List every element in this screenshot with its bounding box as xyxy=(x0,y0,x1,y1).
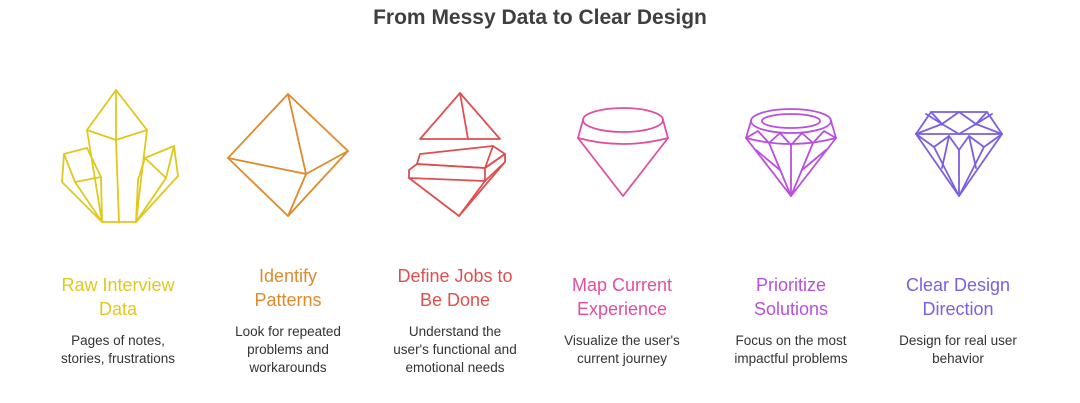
step-desc-prioritize-solutions: Focus on the most impactful problems xyxy=(706,332,876,368)
step-title-prioritize-solutions: Prioritize Solutions xyxy=(706,273,876,321)
step-desc-identify-patterns: Look for repeated problems and workaroun… xyxy=(203,323,373,377)
step-desc-define-jobs-to-be-done: Understand the user's functional and emo… xyxy=(370,323,540,377)
octahedron-icon xyxy=(222,88,354,222)
step-desc-map-current-experience: Visualize the user's current journey xyxy=(537,332,707,368)
step-desc-raw-interview-data: Pages of notes, stories, frustrations xyxy=(33,332,203,368)
step-title-define-jobs-to-be-done: Define Jobs to Be Done xyxy=(370,264,540,312)
step-title-clear-design-direction: Clear Design Direction xyxy=(873,273,1043,321)
brilliant-diamond-icon xyxy=(904,100,1014,204)
split-gem-icon xyxy=(395,86,525,222)
faceted-diamond-icon xyxy=(736,100,846,204)
simple-diamond-icon xyxy=(568,100,678,204)
page-title: From Messy Data to Clear Design xyxy=(0,6,1080,30)
crystal-cluster-icon xyxy=(50,80,190,230)
step-title-identify-patterns: Identify Patterns xyxy=(203,264,373,312)
step-title-map-current-experience: Map Current Experience xyxy=(537,273,707,321)
step-title-raw-interview-data: Raw Interview Data xyxy=(33,273,203,321)
step-desc-clear-design-direction: Design for real user behavior xyxy=(873,332,1043,368)
